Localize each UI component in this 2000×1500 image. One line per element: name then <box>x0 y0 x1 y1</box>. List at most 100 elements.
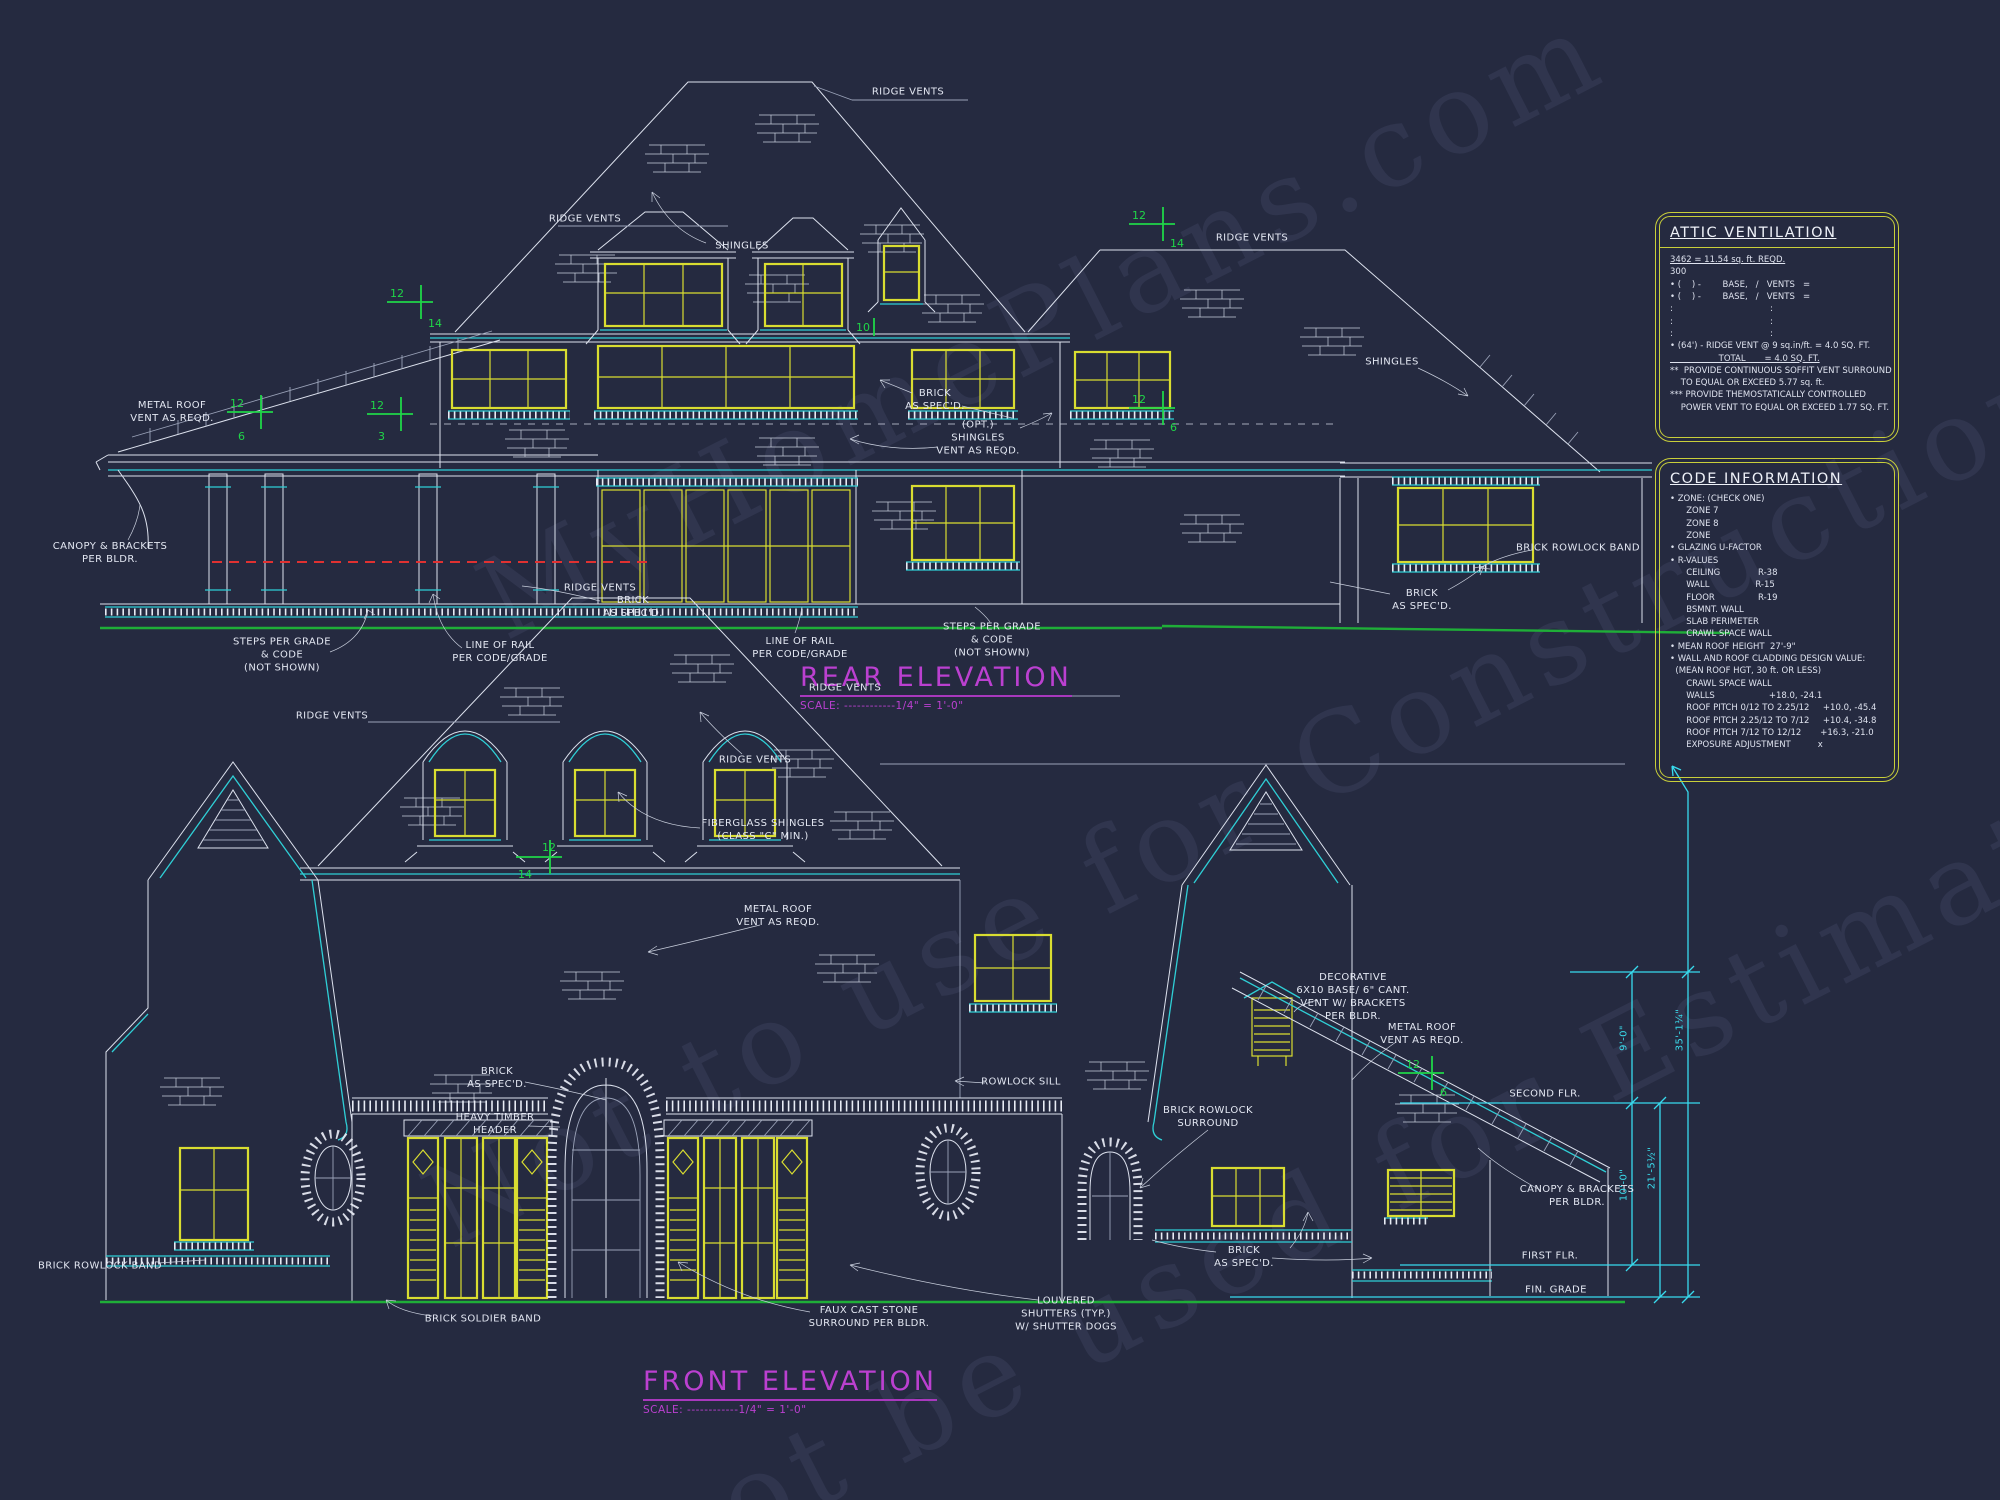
code-line: EXPOSURE ADJUSTMENT x <box>1670 740 1823 751</box>
label-louvered-shutters: LOUVERED SHUTTERS (TYP.) W/ SHUTTER DOGS <box>1015 1295 1117 1333</box>
attic-line: TOTAL = 4.0 SQ. FT. <box>1670 353 1820 364</box>
pitch-value: 12 <box>1132 393 1146 406</box>
pitch-value: 6 <box>1170 421 1177 434</box>
attic-box-title: ATTIC VENTILATION <box>1670 225 1837 241</box>
label-metal-roof-vent: METAL ROOF VENT AS REQD. <box>130 400 214 424</box>
pitch-value: 12 <box>1132 209 1146 222</box>
label-ridge-vents: RIDGE VENTS <box>808 682 882 694</box>
label-rowlock-sill: ROWLOCK SILL <box>981 1076 1061 1088</box>
label-canopy-brackets: CANOPY & BRACKETS PER BLDR. <box>1519 1184 1635 1208</box>
code-line: BSMNT. WALL <box>1670 604 1744 615</box>
code-line: ROOF PITCH 7/12 TO 12/12 +16.3, -21.0 <box>1670 727 1874 738</box>
pitch-value: 6 <box>238 430 245 443</box>
code-line: • R-VALUES <box>1670 555 1719 566</box>
attic-line: *** PROVIDE THEMOSTATICALLY CONTROLLED P… <box>1670 390 1890 413</box>
front-elevation-scale: SCALE: ------------1/4" = 1'-0" <box>643 1404 807 1416</box>
attic-line: 3462 = 11.54 sq. ft. REQD. <box>1670 255 1786 265</box>
pitch-value: 14 <box>1170 237 1184 250</box>
code-line: SLAB PERIMETER <box>1670 617 1759 628</box>
dim-9-0: 9'-0" <box>1618 1025 1630 1051</box>
label-second-flr: SECOND FLR. <box>1509 1088 1581 1100</box>
attic-line: : : <box>1670 304 1773 315</box>
pitch-value: 14 <box>518 868 532 881</box>
dim-10-0: 10'-0" <box>1618 1168 1630 1202</box>
label-decorative-vent: DECORATIVE 6X10 BASE/ 6" CANT. VENT W/ B… <box>1296 972 1410 1022</box>
label-brick-rowlock-band: BRICK ROWLOCK BAND <box>1515 542 1641 554</box>
label-brick-as-specd: BRICK AS SPEC'D. <box>603 595 663 619</box>
code-line: FLOOR R-19 <box>1670 592 1778 603</box>
label-first-flr: FIRST FLR. <box>1521 1250 1579 1262</box>
label-ridge-vents: RIDGE VENTS <box>295 710 369 722</box>
dim-35-1: 35'-1¼" <box>1674 1008 1686 1052</box>
label-brick-rowlock-band: BRICK ROWLOCK BAND <box>37 1260 163 1272</box>
label-ridge-vents: RIDGE VENTS <box>718 754 792 766</box>
pitch-value: 12 <box>542 841 556 854</box>
pitch-value: 10 <box>856 321 870 334</box>
label-ridge-vents: RIDGE VENTS <box>1215 232 1289 244</box>
label-brick-as-specd: BRICK AS SPEC'D. <box>1214 1245 1274 1269</box>
label-metal-roof-vent: METAL ROOF VENT AS REQD. <box>736 904 820 928</box>
code-line: CEILING R-38 <box>1670 567 1778 578</box>
dim-21-5: 21'-5½" <box>1646 1146 1658 1190</box>
code-line: ROOF PITCH 2.25/12 TO 7/12 +10.4, -34.8 <box>1670 715 1877 726</box>
label-line-of-rail: LINE OF RAIL PER CODE/GRADE <box>752 636 848 660</box>
label-steps-per-grade: STEPS PER GRADE & CODE (NOT SHOWN) <box>233 636 331 674</box>
code-line: CRAWL SPACE WALL <box>1670 629 1772 640</box>
attic-line: : : <box>1670 328 1773 339</box>
dimension-lines <box>1230 765 1700 1304</box>
label-shingles: SHINGLES <box>715 240 769 252</box>
code-line: ZONE 7 <box>1670 506 1719 517</box>
rear-elevation-title: REAR ELEVATION <box>800 662 1072 697</box>
label-opt-shingles-vent: (OPT.) SHINGLES VENT AS REQD. <box>936 419 1020 457</box>
label-fin-grade: FIN. GRADE <box>1525 1284 1587 1296</box>
label-ridge-vents: RIDGE VENTS <box>871 86 945 98</box>
label-brick-as-specd: BRICK AS SPEC'D. <box>467 1066 527 1090</box>
attic-line: : : <box>1670 316 1773 327</box>
label-metal-roof-vent: METAL ROOF VENT AS REQD. <box>1380 1022 1464 1046</box>
attic-ventilation-box: ATTIC VENTILATION 3462 = 11.54 sq. ft. R… <box>1655 212 1899 442</box>
rear-elevation-scale: SCALE: ------------1/4" = 1'-0" <box>800 700 964 712</box>
label-line-of-rail: LINE OF RAIL PER CODE/GRADE <box>452 640 548 664</box>
label-canopy-brackets: CANOPY & BRACKETS PER BLDR. <box>52 541 168 565</box>
attic-line: • (64') - RIDGE VENT @ 9 sq.in/ft. = 4.0… <box>1670 341 1871 352</box>
code-line: (MEAN ROOF HGT, 30 ft. OR LESS) <box>1670 666 1822 677</box>
label-shingles: SHINGLES <box>1365 356 1419 368</box>
code-line: • GLAZING U-FACTOR <box>1670 543 1762 554</box>
pitch-value: 12 <box>230 397 244 410</box>
attic-line: • ( ) - BASE, / VENTS = <box>1670 291 1811 302</box>
code-line: WALLS +18.0, -24.1 <box>1670 691 1823 701</box>
label-ridge-vents: RIDGE VENTS <box>548 213 622 225</box>
code-line: ZONE 8 <box>1670 518 1719 529</box>
pitch-value: 14 <box>428 317 442 330</box>
pitch-value: 3 <box>378 430 385 443</box>
code-line: WALL R-15 <box>1670 580 1775 591</box>
code-line: ROOF PITCH 0/12 TO 2.25/12 +10.0, -45.4 <box>1670 703 1877 714</box>
label-brick-soldier-band: BRICK SOLDIER BAND <box>424 1313 542 1325</box>
label-brick-as-specd: BRICK AS SPEC'D. <box>1392 588 1452 612</box>
attic-line: 300 <box>1670 267 1687 278</box>
label-brick-rowlock-surround: BRICK ROWLOCK SURROUND <box>1162 1105 1254 1129</box>
rear-elevation-drawing: 12 6 12 3 12 14 12 14 12 6 10 <box>95 81 1731 653</box>
code-line: • ZONE: (CHECK ONE) <box>1670 494 1765 504</box>
code-line: • MEAN ROOF HEIGHT 27'-9" <box>1670 641 1796 652</box>
front-elevation-drawing: 12 14 12 6 <box>100 597 1700 1317</box>
pitch-value: 6 <box>1440 1086 1447 1099</box>
label-brick-as-specd: BRICK AS SPEC'D. <box>905 388 965 412</box>
label-heavy-timber-header: HEAVY TIMBER HEADER <box>455 1112 535 1136</box>
code-box-title: CODE INFORMATION <box>1670 471 1843 487</box>
label-steps-per-grade: STEPS PER GRADE & CODE (NOT SHOWN) <box>943 621 1041 659</box>
front-elevation-title: FRONT ELEVATION <box>643 1366 937 1401</box>
code-line: • WALL AND ROOF CLADDING DESIGN VALUE: <box>1670 654 1866 665</box>
label-faux-cast-stone: FAUX CAST STONE SURROUND PER BLDR. <box>808 1305 930 1329</box>
label-ridge-vents: RIDGE VENTS <box>563 582 637 594</box>
code-line: ZONE <box>1670 530 1711 541</box>
attic-line: ** PROVIDE CONTINUOUS SOFFIT VENT SURROU… <box>1670 365 1892 389</box>
pitch-value: 12 <box>1406 1058 1420 1071</box>
code-information-box: CODE INFORMATION • ZONE: (CHECK ONE) ZON… <box>1655 458 1899 782</box>
attic-line: • ( ) - BASE, / VENTS = <box>1670 279 1811 290</box>
pitch-value: 12 <box>370 399 384 412</box>
label-fiberglass-shingles: FIBERGLASS SHINGLES (CLASS "C" MIN.) <box>701 818 825 842</box>
code-line: CRAWL SPACE WALL <box>1670 678 1772 689</box>
